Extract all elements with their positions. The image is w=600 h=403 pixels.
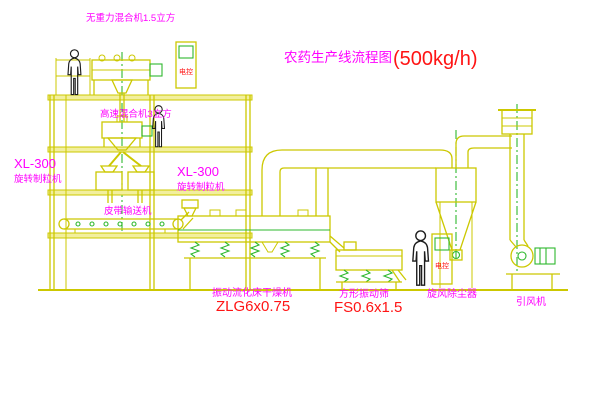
vent-stack xyxy=(498,109,536,240)
person-top-platform xyxy=(67,49,82,96)
label-dryer-model: ZLG6x0.75 xyxy=(216,298,290,315)
control-cabinet-1: 电控 xyxy=(175,41,197,89)
platform-railing xyxy=(55,58,91,95)
building-structure xyxy=(38,94,568,291)
page-title: 农药生产线流程图 xyxy=(284,50,392,65)
label-granulator-right-model: XL-300 xyxy=(177,164,219,179)
fluid-bed-dryer xyxy=(177,168,345,290)
centerlines xyxy=(121,52,518,272)
person-ground xyxy=(412,230,430,286)
person-second-floor xyxy=(152,105,166,148)
label-granulator-right-name: 旋转制粒机 xyxy=(177,181,225,193)
label-high-speed-mixer: 高速混合机3立方 xyxy=(100,108,172,120)
granulator-right xyxy=(127,165,155,203)
label-top-mixer: 无重力混合机1.5立方 xyxy=(86,12,175,24)
page-title-capacity: (500kg/h) xyxy=(393,48,478,70)
control-cabinet-2: 电控 xyxy=(431,233,453,285)
vibrating-screen xyxy=(335,241,407,290)
label-belt-conveyor: 皮带输送机 xyxy=(104,205,152,217)
label-screen-model: FS0.6x1.5 xyxy=(334,299,402,316)
label-granulator-left-name: 旋转制粒机 xyxy=(14,173,62,185)
high-speed-mixer xyxy=(101,115,153,167)
label-granulator-left-model: XL-300 xyxy=(14,156,56,171)
granulator-left xyxy=(95,165,123,203)
cyclone-outlet-duct xyxy=(455,135,512,168)
label-fan: 引风机 xyxy=(516,295,546,308)
cabinet-2-label: 电控 xyxy=(435,261,449,270)
top-mixer xyxy=(91,54,163,122)
label-screen-name: 方形振动筛 xyxy=(339,287,389,300)
label-dryer-name: 振动流化床干燥机 xyxy=(212,286,292,299)
cabinet-1-label: 电控 xyxy=(179,67,193,76)
induced-draft-fan xyxy=(506,239,560,290)
label-cyclone: 旋风除尘器 xyxy=(427,287,477,300)
exhaust-duct xyxy=(261,149,453,216)
